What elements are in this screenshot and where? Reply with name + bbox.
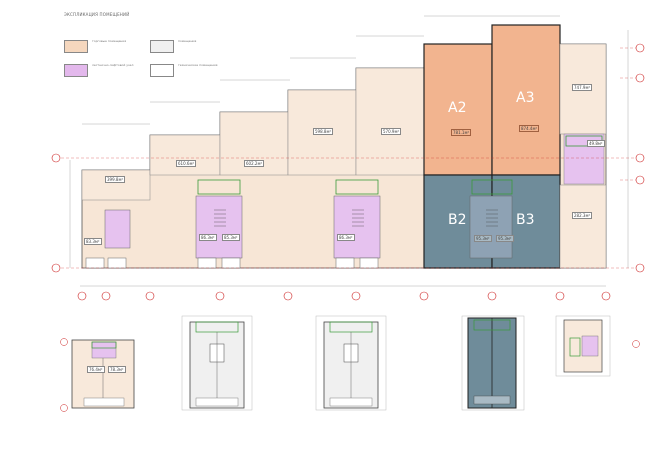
small-plan-1 — [60, 338, 135, 412]
room-area-9: 83.3м² — [84, 238, 102, 245]
room-area-12: 86.3м² — [337, 234, 355, 241]
room-area-13: 76.4м² — [87, 366, 105, 373]
room-area-6: 747.9м² — [572, 84, 593, 91]
unit-a2-label: A2 — [448, 100, 467, 116]
legend-swatch-technical — [150, 64, 174, 77]
grid-bubbles — [51, 43, 645, 301]
unit-a3-area: 874.4м² — [519, 125, 540, 132]
legend-label-technical: технические помещения — [178, 63, 218, 67]
room-area-11: 85.3м² — [222, 234, 240, 241]
room-area-1: 399.8м² — [105, 176, 126, 183]
small-plan-4 — [461, 315, 525, 411]
unit-a2[interactable] — [423, 43, 493, 176]
room-area-2: 610.6м² — [176, 160, 197, 167]
unit-a2-area: 781.1м² — [451, 129, 472, 136]
unit-b2-area: 95.3м² — [474, 235, 492, 242]
legend-label-core: лестнично-лифтовой узел — [92, 63, 134, 67]
room-area-10: 86.3м² — [199, 234, 217, 241]
stair-hatching — [214, 209, 498, 227]
unit-a3[interactable] — [491, 24, 561, 176]
legend-label-retail: торговые помещения — [92, 39, 127, 43]
small-plan-2 — [181, 315, 253, 411]
legend-swatch-retail — [64, 40, 88, 53]
legend-label-rooms: помещения — [178, 39, 197, 43]
unit-b2-label: B2 — [448, 212, 467, 228]
legend-swatch-core — [64, 64, 88, 77]
right-room-bottom — [559, 184, 607, 269]
unit-b3-area: 95.3м² — [496, 235, 514, 242]
legend-swatch-rooms — [150, 40, 174, 53]
room-area-4: 598.8м² — [313, 128, 334, 135]
room-area-3: 602.2м² — [244, 160, 265, 167]
dimension-lines — [69, 15, 629, 287]
small-plan-5 — [555, 315, 640, 377]
room-area-7: 282.3м² — [572, 212, 593, 219]
room-area-5: 570.9м² — [381, 128, 402, 135]
small-plan-3 — [315, 315, 387, 411]
core-blocks — [104, 195, 513, 259]
legend-title: ЭКСПЛИКАЦИЯ ПОМЕЩЕНИЙ — [64, 12, 130, 17]
unit-b3-label: B3 — [516, 212, 535, 228]
room-area-14: 78.3м² — [108, 366, 126, 373]
room-area-8: 49.8м² — [587, 140, 605, 147]
retail-rooms — [81, 67, 425, 201]
unit-a3-label: A3 — [516, 90, 535, 106]
